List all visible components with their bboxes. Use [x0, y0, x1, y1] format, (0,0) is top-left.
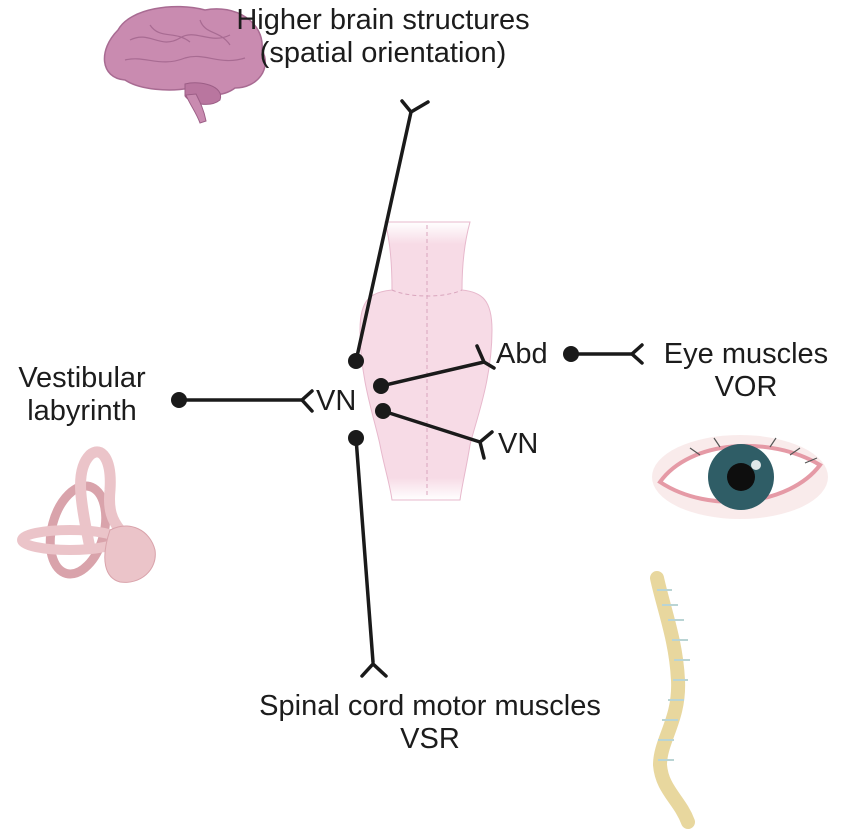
- node-abd: [373, 378, 389, 394]
- brain-icon: [103, 5, 267, 124]
- synapse-higher-brain: [400, 99, 430, 115]
- label-eye: Eye muscles VOR: [646, 338, 846, 404]
- label-higher-brain: Higher brain structures (spatial orienta…: [218, 4, 548, 70]
- label-spinal: Spinal cord motor muscles VSR: [205, 690, 655, 756]
- label-vn-left: VN: [316, 385, 357, 417]
- synapse-eye: [629, 343, 644, 365]
- label-eye-line1: Eye muscles: [663, 338, 829, 370]
- label-eye-line2: VOR: [714, 371, 778, 403]
- nodes: [171, 346, 579, 446]
- node-vn-right: [375, 403, 391, 419]
- pathway-higher-brain: [354, 110, 413, 363]
- connections: [177, 99, 644, 678]
- label-vn-right: VN: [498, 428, 539, 460]
- node-higher-brain: [348, 353, 364, 369]
- synapse-abd: [475, 344, 496, 370]
- spine-icon: [650, 571, 695, 829]
- pathway-abd: [379, 360, 486, 388]
- label-abd: Abd: [496, 338, 548, 370]
- label-spinal-line1: Spinal cord motor muscles: [259, 690, 601, 722]
- label-spinal-line2: VSR: [400, 723, 460, 755]
- node-eye: [563, 346, 579, 362]
- node-vestibular: [171, 392, 187, 408]
- label-vestibular-line1: Vestibular: [18, 362, 146, 394]
- label-higher-brain-line1: Higher brain structures: [236, 4, 530, 36]
- pathway-vn-right: [381, 409, 482, 444]
- synapse-vn-right: [478, 430, 494, 460]
- node-spinal: [348, 430, 364, 446]
- pathway-spinal: [354, 436, 375, 664]
- synapse-vn-left: [299, 389, 314, 413]
- synapse-spinal: [360, 661, 388, 678]
- label-vestibular-line2: labyrinth: [27, 395, 137, 427]
- inner-ear-icon: [17, 446, 156, 583]
- label-vestibular: Vestibular labyrinth: [2, 362, 162, 428]
- label-higher-brain-line2: (spatial orientation): [259, 37, 507, 69]
- eye-icon: [652, 435, 828, 519]
- brainstem-icon: [359, 221, 493, 501]
